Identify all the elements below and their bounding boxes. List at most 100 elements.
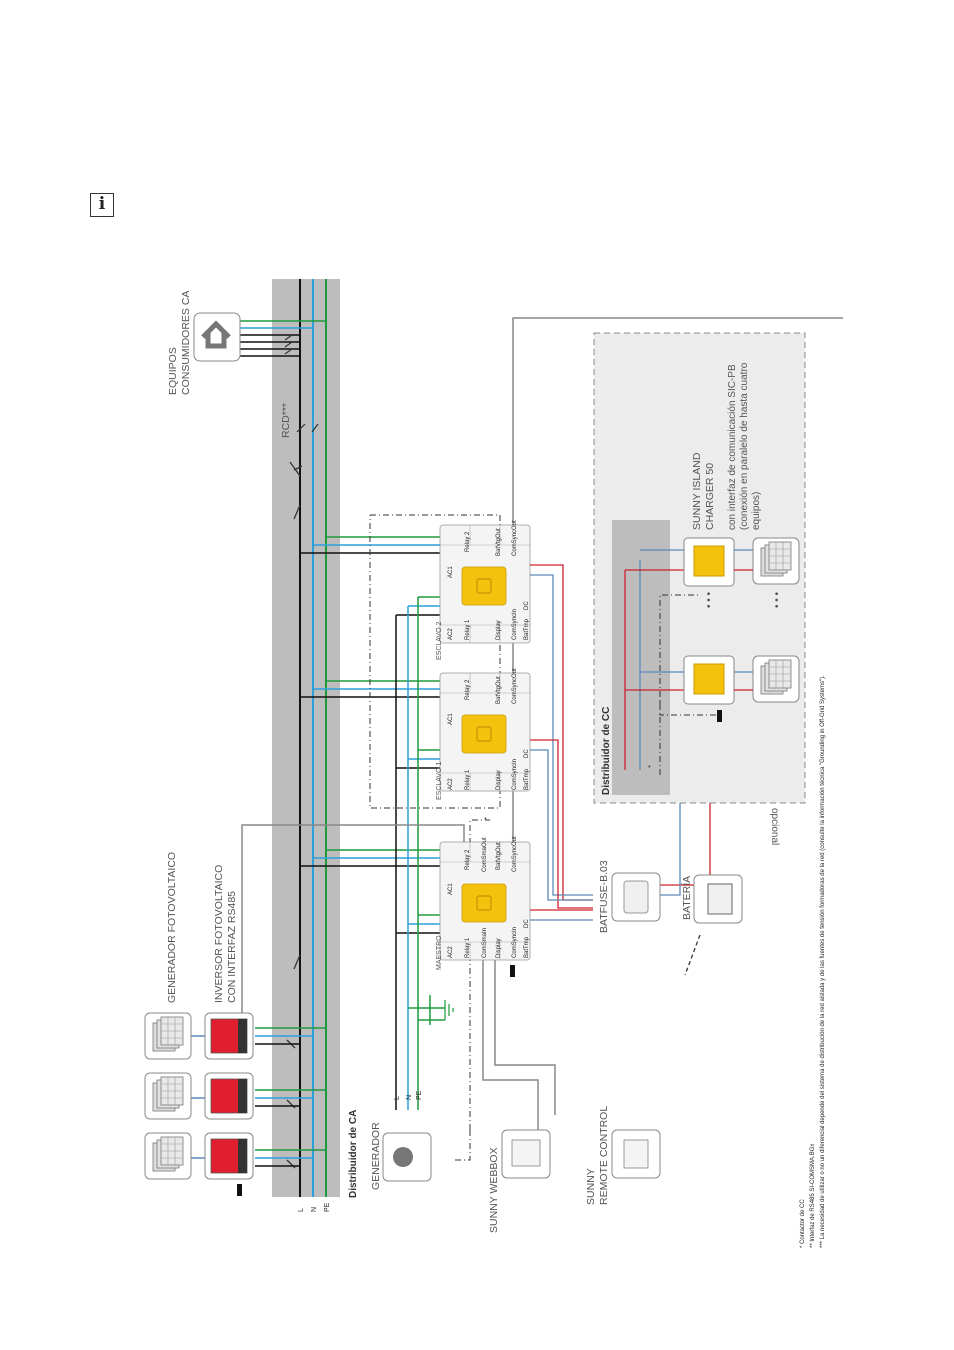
svg-text:ComSyncIn: ComSyncIn xyxy=(512,609,518,640)
svg-text:ComSmaOut: ComSmaOut xyxy=(482,837,488,872)
charger-label-1: SUNNY ISLAND xyxy=(691,452,703,530)
pv-inverter-label-1: INVERSOR FOTOVOLTAICO xyxy=(213,865,225,1003)
ellipsis-1: • • • xyxy=(704,591,715,608)
consumers-icon xyxy=(193,312,241,362)
dc-links xyxy=(530,559,740,921)
svg-text:AC1: AC1 xyxy=(448,713,454,725)
svg-text:Display: Display xyxy=(496,620,502,640)
charger-stub xyxy=(717,710,722,722)
svg-text:AC2: AC2 xyxy=(448,778,454,790)
svg-text:Display: Display xyxy=(496,938,502,958)
svg-text:BatVtgOut: BatVtgOut xyxy=(496,676,502,704)
contactor-asterisk: * xyxy=(648,765,651,772)
svg-text:DC: DC xyxy=(524,749,530,758)
charger-pv-2 xyxy=(752,537,800,585)
rcd-label: RCD*** xyxy=(280,403,292,438)
ellipsis-2: • • • xyxy=(772,591,783,608)
gen-contactor-asterisk: * xyxy=(484,817,487,824)
pv-panel-1 xyxy=(144,1012,192,1060)
battery-body xyxy=(707,883,733,915)
pv-panel-3 xyxy=(144,1132,192,1180)
footnote-1: * Contactor de CC xyxy=(800,1199,806,1248)
svg-text:BatTmp: BatTmp xyxy=(524,768,530,790)
svg-text:Relay 1: Relay 1 xyxy=(465,619,471,640)
svg-text:ComSmaIn: ComSmaIn xyxy=(482,928,488,958)
slave2-label: ESCLAVO 2 xyxy=(436,622,443,660)
pv-panel-2 xyxy=(144,1072,192,1120)
house-icon xyxy=(201,320,231,349)
sic-label-1: con interfaz de comunicación SIC-PB xyxy=(727,364,738,530)
pv-inverter-2 xyxy=(204,1072,254,1120)
pv-inverter-label-2: CON INTERFAZ RS485 xyxy=(226,891,238,1003)
charger-2-display xyxy=(693,545,725,577)
svg-text:ComSyncOut: ComSyncOut xyxy=(512,668,518,704)
consumers-label-2: CONSUMIDORES CA xyxy=(180,291,192,395)
batfuse-label: BATFUSE-B.03 xyxy=(598,860,610,933)
consumers-label-1: EQUIPOS xyxy=(167,347,179,395)
svg-text:BatTmp: BatTmp xyxy=(524,936,530,958)
remote-label-1: SUNNY xyxy=(585,1168,597,1205)
remote-control-body xyxy=(623,1139,649,1169)
info-icon: i xyxy=(90,193,114,217)
pv-inverter-1 xyxy=(204,1012,254,1060)
master-label: MAESTRO xyxy=(436,935,443,970)
webbox-line xyxy=(482,950,539,1130)
control-dashdot xyxy=(369,514,501,809)
sic-label-2: (conexión en paralelo de hasta cuatro xyxy=(739,362,750,530)
slave2-terminal-labels: AC2 AC1 Relay 1 Relay 2 Display BatVtgOu… xyxy=(448,520,530,640)
batfuse-body xyxy=(623,880,649,914)
charger-label-2: CHARGER 50 xyxy=(704,463,716,530)
svg-text:Relay 2: Relay 2 xyxy=(465,679,471,700)
svg-text:Relay 2: Relay 2 xyxy=(465,531,471,552)
svg-text:ComSyncOut: ComSyncOut xyxy=(512,520,518,556)
charger-1-display xyxy=(693,663,725,695)
master-terminal-labels: AC2 AC1 Relay 1 Relay 2 ComSmaIn ComSmaO… xyxy=(448,836,530,958)
svg-text:BatVtgOut: BatVtgOut xyxy=(496,842,502,870)
gen-N-label: N xyxy=(406,1095,413,1100)
footnote-3: *** La necesidad de utilizar o no un dif… xyxy=(820,675,826,1248)
line-L-label: L xyxy=(298,1208,305,1212)
optional-label: opcional xyxy=(769,808,780,845)
battery-label: BATERÍA xyxy=(680,876,693,920)
webbox-label: SUNNY WEBBOX xyxy=(488,1147,500,1233)
generator-label: GENERADOR xyxy=(370,1122,382,1190)
generator-body xyxy=(393,1147,413,1167)
ac-distributor-label: Distribuidor de CA xyxy=(348,1110,359,1198)
sync-line xyxy=(512,317,843,845)
footnote-2: ** Interfaz de RS485 SI-COMSMA.BGx xyxy=(810,1144,816,1248)
master-stub xyxy=(510,965,515,977)
svg-text:AC2: AC2 xyxy=(448,628,454,640)
svg-text:Relay 1: Relay 1 xyxy=(465,937,471,958)
svg-text:ComSyncIn: ComSyncIn xyxy=(512,927,518,958)
svg-text:Display: Display xyxy=(496,770,502,790)
line-PE-label: PE xyxy=(324,1202,331,1212)
gen-L-label: L xyxy=(394,1096,401,1100)
svg-text:BatVtgOut: BatVtgOut xyxy=(496,528,502,556)
remote-label-2: REMOTE CONTROL xyxy=(598,1106,610,1205)
slave1-label: ESCLAVO 1 xyxy=(436,762,443,800)
pv-inverter-3 xyxy=(204,1132,254,1180)
battery-temp-line xyxy=(684,934,701,976)
svg-text:AC1: AC1 xyxy=(448,883,454,895)
gen-control-line xyxy=(455,819,490,1161)
dc-distributor-bar xyxy=(612,520,670,795)
svg-text:ComSyncOut: ComSyncOut xyxy=(512,836,518,872)
svg-text:ComSyncIn: ComSyncIn xyxy=(512,759,518,790)
pv-links xyxy=(190,1027,326,1167)
svg-text:AC2: AC2 xyxy=(448,946,454,958)
charger-pv-1 xyxy=(752,655,800,703)
webbox-body xyxy=(511,1139,541,1167)
gen-PE-label: PE xyxy=(416,1090,423,1100)
svg-text:DC: DC xyxy=(524,601,530,610)
pv-inverter-stub xyxy=(237,1184,242,1196)
svg-text:Relay 2: Relay 2 xyxy=(465,849,471,870)
pv-generator-label: GENERADOR FOTOVOLTAICO xyxy=(166,852,178,1003)
svg-text:DC: DC xyxy=(524,919,530,928)
ac-links xyxy=(300,536,454,1110)
sic-label-3: equipos) xyxy=(751,492,762,530)
svg-text:BatTmp: BatTmp xyxy=(524,618,530,640)
svg-text:Relay 1: Relay 1 xyxy=(465,769,471,790)
line-N-label: N xyxy=(311,1207,318,1212)
rs485-line xyxy=(241,824,465,1013)
